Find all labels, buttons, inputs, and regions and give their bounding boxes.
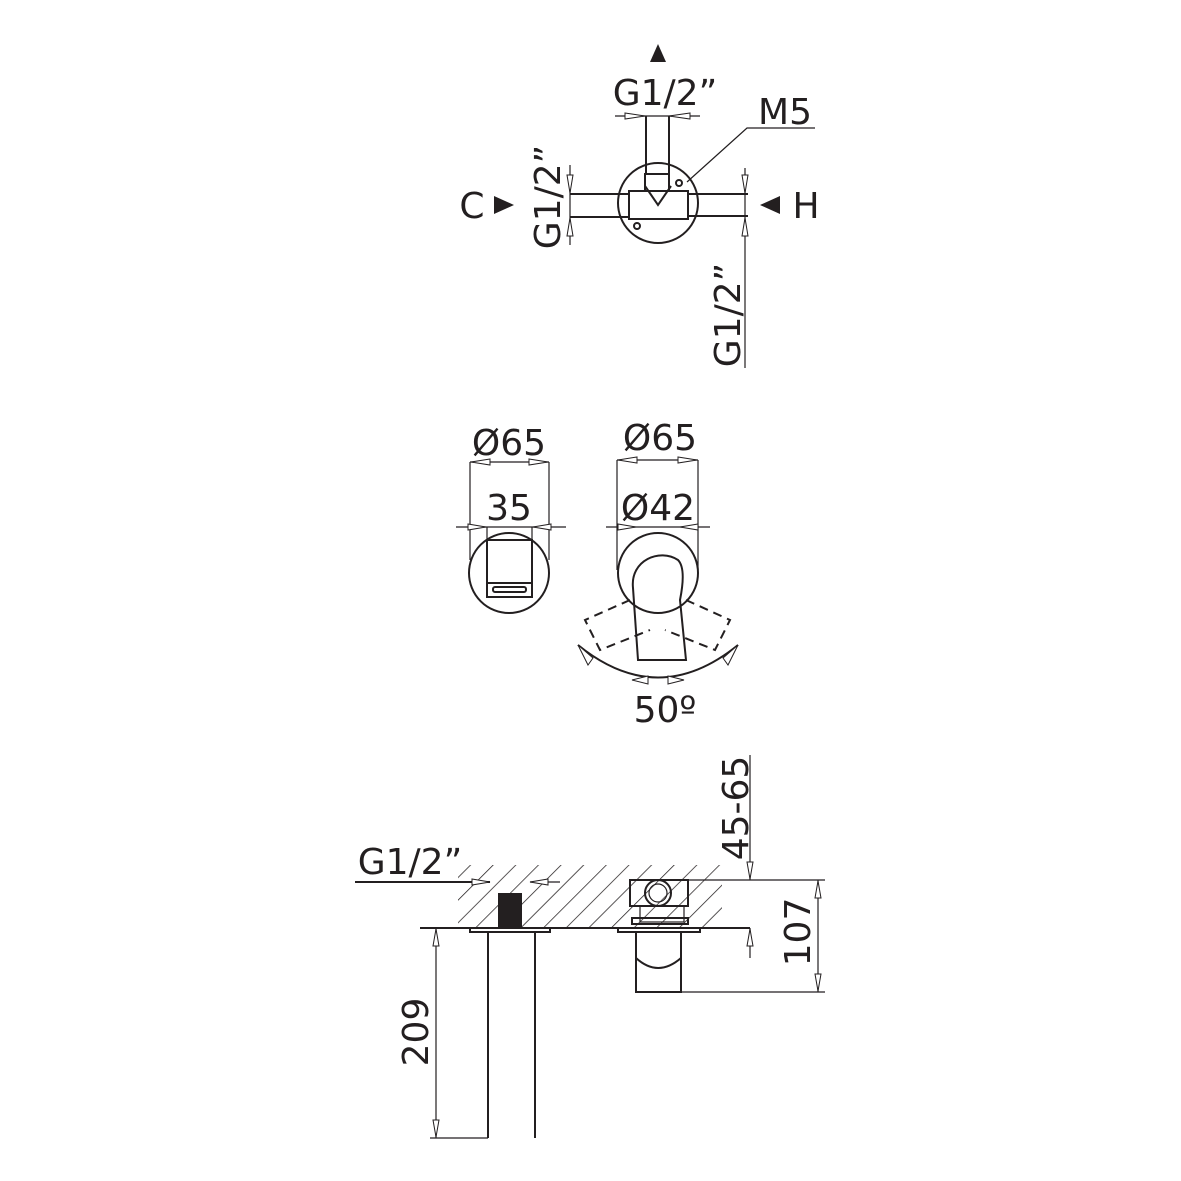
side-view: G1/2” 209 107 45-65 [355,755,825,1139]
screw-label: M5 [758,92,812,133]
mixer-plate [617,532,699,614]
left-thread-label: G1/2” [528,145,569,249]
cold-label: C [459,186,484,227]
side-thread-label: G1/2” [358,842,462,883]
spout-diameter-label: Ø65 [472,423,546,464]
front-view: Ø65 35 Ø65 Ø42 50º [456,418,739,731]
spout-projection-label: 209 [396,998,437,1067]
mixer-diameter-label: Ø65 [623,418,697,459]
mounting-plate [617,162,699,244]
top-thread-label: G1/2” [613,73,717,114]
spout-width-label: 35 [486,488,532,529]
handle [631,554,688,661]
mixer-projection-label: 107 [778,898,819,967]
wall-depth-label: 45-65 [716,756,757,861]
hot-inlet-arrow-icon [760,196,780,214]
hot-label: H [792,186,819,227]
top-view: G1/2” M5 G1/2” C H G1/2” [459,44,820,368]
cold-inlet-arrow-icon [494,196,514,214]
handle-diameter-label: Ø42 [621,488,695,529]
up-arrow-icon [650,44,666,62]
spout-plate [468,532,550,614]
rotation-angle-label: 50º [634,690,697,731]
right-thread-label: G1/2” [708,263,749,367]
